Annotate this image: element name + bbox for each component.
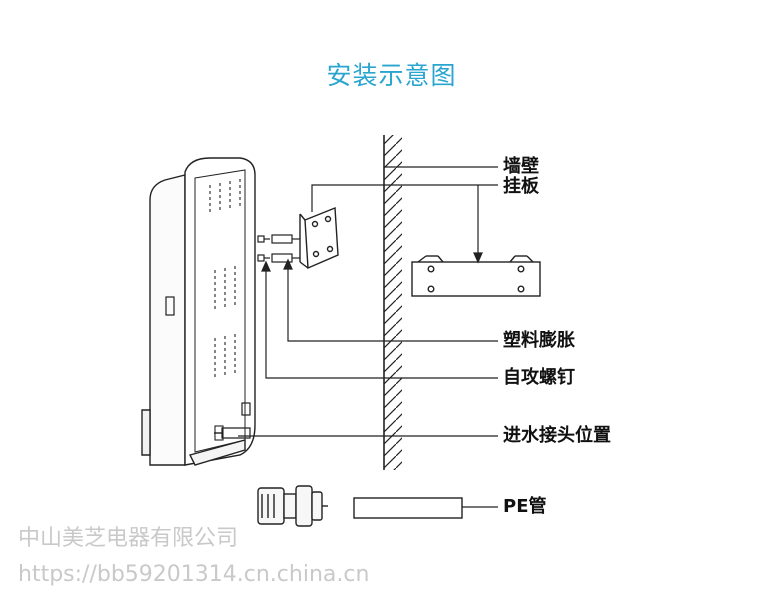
label-pe-pipe: PE管 (503, 496, 547, 517)
label-water-inlet-position: 进水接头位置 (503, 425, 611, 446)
hanging-plate-front (411, 255, 541, 297)
label-plastic-anchor: 塑料膨胀 (503, 330, 575, 351)
wall (383, 135, 402, 470)
screw-anchor-assembly (257, 234, 300, 263)
water-connector-fitting (257, 485, 328, 527)
diagram-title: 安装示意图 (326, 61, 457, 90)
pe-pipe (353, 497, 463, 519)
hanging-plate-perspective (299, 206, 339, 270)
watermark-url: https://bb59201314.cn.china.cn (18, 562, 370, 587)
watermark-company: 中山美芝电器有限公司 (18, 526, 239, 551)
label-self-tapping-screw: 自攻螺钉 (503, 367, 575, 388)
label-hanging-plate: 挂板 (503, 176, 539, 197)
water-heater-unit (141, 157, 256, 466)
label-wall: 墙壁 (503, 156, 539, 177)
leader-lines (238, 166, 498, 508)
